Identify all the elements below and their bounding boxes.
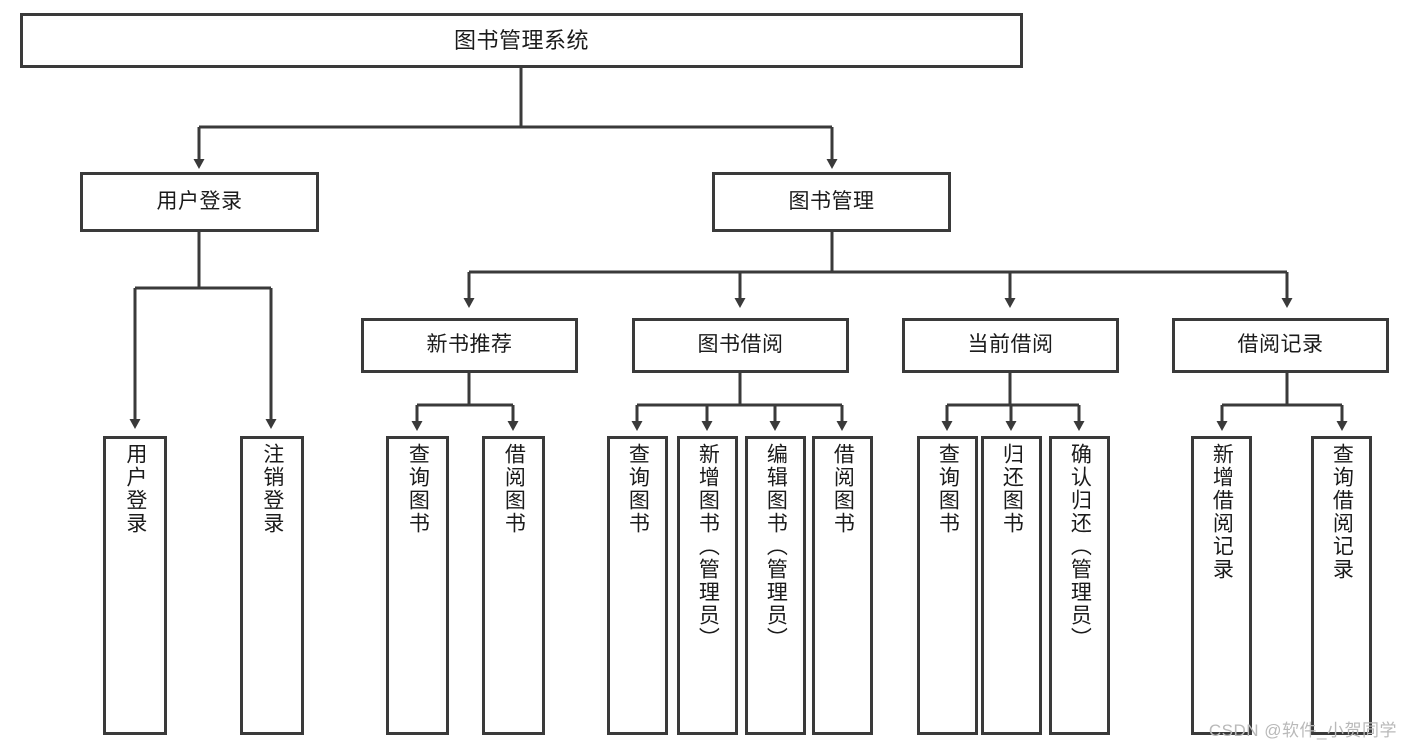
node-label: 用户登录 [123,443,147,535]
leaf-add-borrow-record[interactable]: 新增借阅记录 [1191,436,1252,735]
node-new-book-recommend[interactable]: 新书推荐 [361,318,578,373]
node-label: 查询借阅记录 [1330,443,1354,581]
node-label: 注销登录 [260,443,284,535]
node-label: 查询图书 [406,443,430,535]
leaf-borrow-book[interactable]: 借阅图书 [812,436,873,735]
node-label: 新增借阅记录 [1210,443,1234,581]
leaf-return-book[interactable]: 归还图书 [981,436,1042,735]
csdn-watermark: CSDN @软件_小贺同学 [1208,721,1397,740]
node-root-system[interactable]: 图书管理系统 [20,13,1023,68]
node-label: 查询图书 [936,443,960,535]
leaf-borrow-book-recommend[interactable]: 借阅图书 [482,436,545,735]
node-label: 查询图书 [626,443,650,535]
leaf-logout[interactable]: 注销登录 [240,436,304,735]
leaf-add-book-admin[interactable]: 新增图书（管理员） [677,436,738,735]
leaf-query-borrow-record[interactable]: 查询借阅记录 [1311,436,1372,735]
node-label: 借阅图书 [502,443,526,535]
node-borrow-record[interactable]: 借阅记录 [1172,318,1389,373]
node-label: 确认归还（管理员） [1068,443,1092,650]
leaf-query-book-recommend[interactable]: 查询图书 [386,436,449,735]
leaf-query-book-borrow[interactable]: 查询图书 [607,436,668,735]
node-label: 当前借阅 [967,333,1054,357]
node-label: 用户登录 [156,189,243,213]
leaf-query-book-current[interactable]: 查询图书 [917,436,978,735]
node-label: 编辑图书（管理员） [764,443,788,650]
node-label: 借阅图书 [831,443,855,535]
node-label: 图书管理系统 [453,27,589,53]
node-current-borrow[interactable]: 当前借阅 [902,318,1119,373]
leaf-edit-book-admin[interactable]: 编辑图书（管理员） [745,436,806,735]
node-user-login[interactable]: 用户登录 [80,172,319,232]
leaf-user-login[interactable]: 用户登录 [103,436,167,735]
node-label: 归还图书 [1000,443,1024,535]
node-label: 图书管理 [788,189,875,213]
node-book-management[interactable]: 图书管理 [712,172,951,232]
leaf-confirm-return-admin[interactable]: 确认归还（管理员） [1049,436,1110,735]
node-label: 图书借阅 [697,333,784,357]
node-label: 新增图书（管理员） [696,443,720,650]
node-label: 新书推荐 [426,333,513,357]
node-label: 借阅记录 [1237,333,1324,357]
node-book-borrow[interactable]: 图书借阅 [632,318,849,373]
